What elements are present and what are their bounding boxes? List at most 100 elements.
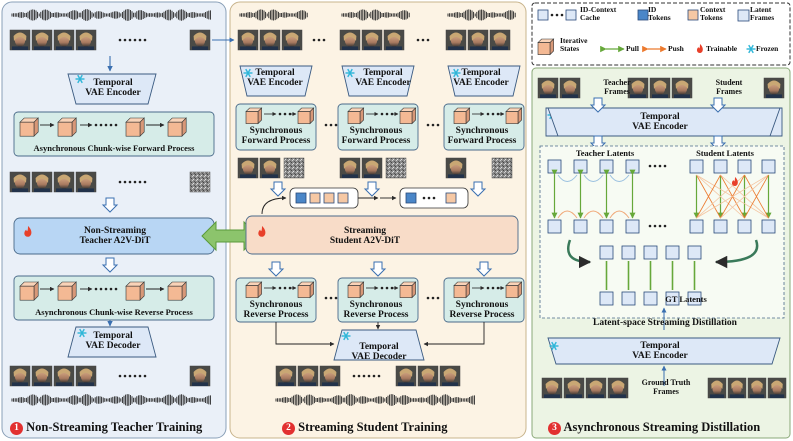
cube-front	[399, 111, 413, 124]
p2-rev-cube-a-0	[245, 281, 263, 299]
ellipsis	[278, 286, 292, 290]
dot	[312, 38, 316, 42]
p2-output-ellipsis	[352, 374, 381, 378]
shoulders	[78, 188, 94, 192]
p3-student-latent-bottom-2	[737, 219, 752, 234]
p1-forward-cube-3	[167, 117, 187, 137]
shoulders	[300, 382, 316, 386]
shoulders	[588, 394, 604, 398]
ellipsis	[648, 164, 667, 168]
p3-teacher-latent-bottom-3	[625, 219, 640, 234]
p1-output-last-frame	[189, 365, 211, 387]
flake-arm	[245, 68, 251, 78]
hair	[285, 32, 299, 41]
dot	[491, 286, 495, 290]
dot	[372, 374, 376, 378]
video-frame	[237, 29, 259, 51]
p2-context-token-2	[337, 192, 349, 204]
dot	[104, 123, 108, 127]
p2-ellipsis-2	[416, 38, 430, 42]
hair	[471, 32, 485, 41]
p3-student-to-gt-curve	[714, 239, 759, 269]
p3-teacher-latent-bottom-2	[599, 219, 614, 234]
p1-vae-encoder	[67, 73, 157, 105]
shoulders	[278, 382, 294, 386]
shoulders	[12, 382, 28, 386]
p2-noise-frame-2	[491, 157, 513, 179]
shoulders	[56, 382, 72, 386]
p3-student-latent-top-3	[761, 159, 776, 174]
dot	[432, 196, 436, 200]
ellipsis	[380, 286, 394, 290]
shoulders	[448, 174, 464, 178]
p1-encoder-frozen-icon	[75, 74, 85, 84]
shoulders	[566, 394, 582, 398]
video-frame	[53, 171, 75, 193]
cube-front	[505, 285, 519, 298]
shoulders	[386, 46, 402, 50]
dot	[143, 374, 147, 378]
dot	[128, 180, 132, 184]
dot	[118, 180, 122, 184]
p2-fwd-cube-b-0	[297, 107, 315, 125]
p3-teacher-latent-bottom-1	[573, 219, 588, 234]
hair	[731, 380, 743, 389]
cube-front	[167, 285, 183, 301]
dot	[278, 286, 282, 290]
p1-down-arrow-2	[101, 257, 119, 273]
ellipsis	[380, 112, 394, 116]
dot	[663, 224, 667, 228]
shoulders	[398, 382, 414, 386]
video-frame	[297, 365, 319, 387]
hair	[611, 380, 625, 389]
dot	[436, 296, 440, 300]
video-frame	[747, 377, 767, 399]
p2-decoder-frozen-icon	[341, 331, 351, 341]
cube-front	[245, 285, 259, 298]
p3-vae-encoder-top-shape	[547, 107, 781, 137]
dot	[436, 123, 440, 127]
p2-noise-frame-1	[385, 157, 407, 179]
p1-noise-frame	[189, 171, 211, 193]
video-frame	[275, 365, 297, 387]
video-frame	[259, 29, 281, 51]
dot	[114, 287, 118, 291]
hair	[57, 368, 71, 377]
p1-down-arrow-1	[101, 197, 119, 213]
shoulders	[630, 94, 646, 98]
p3-gt-latent-top-4	[687, 245, 702, 260]
p2-down-arrow-0	[267, 261, 285, 277]
dot	[329, 296, 333, 300]
waveform-line	[239, 9, 308, 21]
dot	[118, 374, 122, 378]
video-frame	[9, 171, 31, 193]
dot	[123, 180, 127, 184]
p2-rev-cube-b-2	[505, 281, 523, 299]
p2-reverse-to-decoder-right	[423, 322, 485, 347]
dot	[324, 123, 328, 127]
p1-reverse-cube-1	[57, 281, 77, 301]
video-frame	[537, 77, 559, 99]
ellipsis	[486, 112, 500, 116]
dot	[431, 123, 435, 127]
hair	[343, 160, 357, 169]
p3-encoder-bottom-frozen-icon	[549, 341, 559, 351]
hair	[323, 368, 337, 377]
p2-vae-encoder-1	[341, 65, 415, 97]
p2-context-token-3	[445, 192, 457, 204]
noise-frame	[491, 157, 513, 179]
dot	[123, 374, 127, 378]
dot	[352, 374, 356, 378]
dot	[143, 180, 147, 184]
dot	[329, 123, 333, 127]
ellipsis	[422, 196, 436, 200]
dot	[123, 38, 127, 42]
p2-fwd-cube-a-2	[453, 107, 471, 125]
dot	[138, 38, 142, 42]
hair	[567, 380, 581, 389]
shoulders	[364, 174, 380, 178]
cube-front	[297, 285, 311, 298]
p3-push-line	[696, 174, 769, 219]
hair	[387, 32, 401, 41]
p2-ellipsis-5	[324, 296, 338, 300]
